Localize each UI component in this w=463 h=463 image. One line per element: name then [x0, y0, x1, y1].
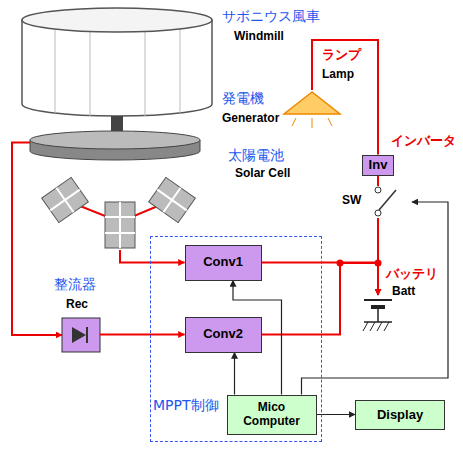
- generator-drawing: [30, 131, 200, 160]
- switch-symbol: [375, 187, 396, 216]
- switch-symbol: [379, 190, 396, 210]
- power-wire: [377, 176, 379, 187]
- battery-symbol: [377, 307, 379, 322]
- solar-panels: [105, 202, 135, 248]
- part-label: インバータ: [391, 134, 456, 149]
- power-wire: [312, 40, 378, 155]
- battery-symbol: [370, 322, 375, 331]
- windmill-drawing: [55, 28, 56, 113]
- part-label: バッテリ: [386, 267, 438, 282]
- part-label: 発電機: [222, 90, 264, 106]
- part-label: Lamp: [322, 68, 354, 82]
- battery-symbol: [363, 300, 392, 331]
- lamp-drawing: [284, 92, 340, 114]
- generator-drawing: [30, 131, 200, 149]
- solar-panels: [42, 177, 89, 222]
- switch-symbol: [375, 187, 381, 193]
- part-label: Windmill: [234, 30, 284, 44]
- display-box: Display: [355, 400, 445, 430]
- battery-symbol: [377, 322, 382, 331]
- part-label: 太陽電池: [228, 147, 284, 163]
- battery-symbol: [363, 322, 368, 331]
- box-label: Conv2: [203, 327, 243, 342]
- power-wire: [377, 218, 379, 295]
- power-wire: [100, 334, 185, 336]
- part-label: SW: [342, 194, 361, 208]
- rectifier-symbol: [62, 318, 100, 352]
- generator: 発電機Generator: [30, 125, 200, 160]
- battery-symbol: [384, 322, 389, 331]
- part-label: Rec: [66, 298, 88, 312]
- power-wire: [262, 263, 379, 335]
- windmill-drawing: [22, 8, 212, 32]
- part-label: ランプ: [322, 48, 361, 63]
- box-label: Conv1: [203, 255, 243, 270]
- solar-cell: 太陽電池Solar Cell: [35, 172, 205, 250]
- part-label: Solar Cell: [235, 167, 290, 181]
- converter-box: Conv1: [185, 245, 262, 281]
- solar-panels: [42, 177, 196, 248]
- solar-panels: [105, 232, 135, 234]
- power-wire: [12, 143, 62, 336]
- lamp-drawing: [292, 118, 296, 126]
- switch: SW: [370, 186, 412, 218]
- solar-panels: [105, 216, 135, 218]
- solar-panels: [50, 190, 79, 211]
- windmill-drawing: [145, 31, 146, 116]
- windmill-drawing: [22, 20, 212, 116]
- converter-box: Conv2: [185, 317, 262, 353]
- box-label: Mico Computer: [235, 401, 309, 429]
- part-label: MPPT制御: [153, 397, 219, 413]
- box-label: Inv: [369, 158, 388, 173]
- lamp: ランプLamp: [282, 90, 342, 116]
- microcomputer-box: Mico Computer: [227, 395, 317, 435]
- solar-panels: [149, 177, 196, 222]
- rectifier-symbol: [86, 327, 88, 343]
- part-label: Generator: [222, 112, 279, 126]
- lamp-drawing: [284, 92, 340, 128]
- control-line: [317, 414, 356, 415]
- part-label: サボニウス風車: [222, 8, 320, 24]
- control-line: [302, 202, 449, 395]
- power-wire: [262, 263, 379, 296]
- windmill-drawing: [22, 8, 212, 138]
- switch-symbol: [375, 210, 381, 216]
- control-line: [234, 353, 235, 395]
- solar-panels: [149, 177, 196, 222]
- windmill-drawing: [180, 28, 181, 113]
- rectifier-symbol: [72, 327, 86, 343]
- power-wire: [120, 250, 185, 263]
- solar-panels: [105, 202, 135, 248]
- windmill-drawing: [90, 31, 91, 116]
- lamp-drawing: [328, 118, 332, 126]
- battery: バッテリBatt: [360, 295, 396, 337]
- solar-panels: [157, 190, 186, 211]
- solar-panels: [42, 177, 89, 222]
- rectifier-symbol: [62, 318, 100, 352]
- mppt-region: MPPT制御 Conv1Conv2Mico Computer: [150, 236, 322, 442]
- part-label: Batt: [392, 285, 415, 299]
- battery-symbol: [364, 299, 392, 301]
- box-label: Display: [377, 408, 423, 423]
- part-label: 整流器: [54, 276, 96, 292]
- rectifier-box: 整流器Rec: [62, 318, 100, 352]
- lamp-drawing: [312, 118, 313, 128]
- solar-panels: [119, 202, 121, 248]
- inverter-box: インバータInv: [362, 155, 394, 176]
- windmill: サボニウス風車Windmill: [20, 6, 214, 112]
